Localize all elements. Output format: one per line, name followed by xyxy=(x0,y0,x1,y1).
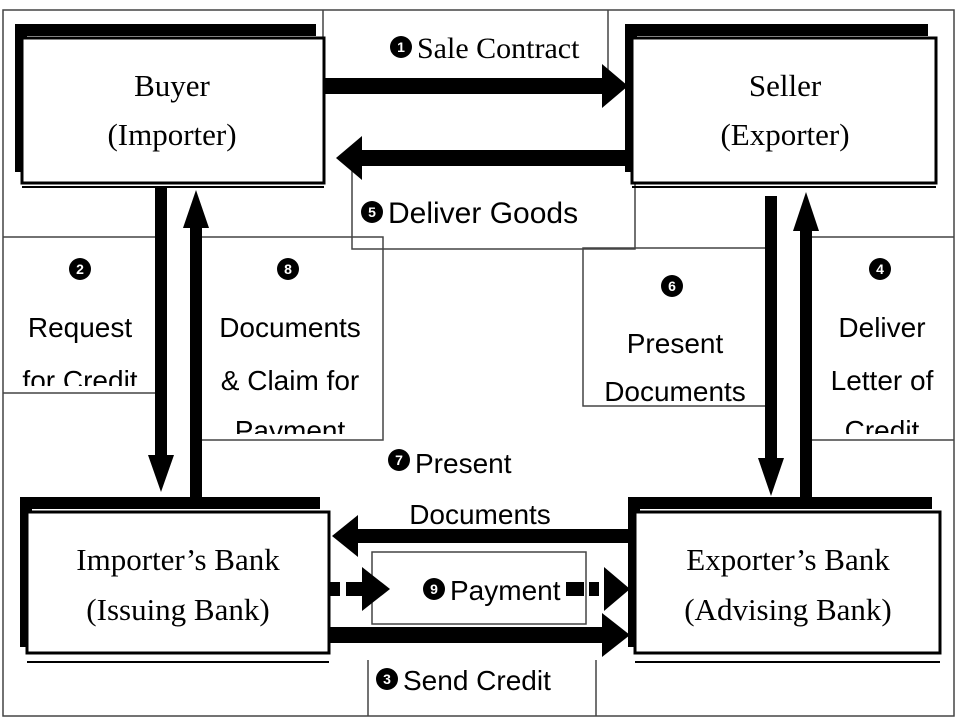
step-4-badge xyxy=(869,258,891,280)
request-label: Request xyxy=(28,312,133,343)
importer-bank-box: Importer’s Bank (Issuing Bank) xyxy=(20,497,331,663)
svg-text:5: 5 xyxy=(368,204,376,220)
svg-text:2: 2 xyxy=(76,261,84,277)
letter-of-label: Letter of xyxy=(831,365,934,396)
exporter-bank-role-label: (Advising Bank) xyxy=(684,592,892,627)
seller-label: Seller xyxy=(749,68,822,103)
step-2-label: 2 Request for Credit xyxy=(22,258,138,396)
svg-text:8: 8 xyxy=(284,261,292,277)
payment-claim-label: Payment xyxy=(235,415,346,446)
importer-bank-role-label: (Issuing Bank) xyxy=(86,592,269,627)
claim-for-label: & Claim for xyxy=(221,365,359,396)
step-2-badge xyxy=(69,258,91,280)
deliver-letter-arrow xyxy=(793,192,819,498)
step-8-badge xyxy=(277,258,299,280)
arrows xyxy=(148,64,819,657)
svg-text:9: 9 xyxy=(430,581,438,597)
exporter-bank-box: Exporter’s Bank (Advising Bank) xyxy=(628,497,942,663)
buyer-box: Buyer (Importer) xyxy=(15,24,326,188)
seller-box: Seller (Exporter) xyxy=(625,24,938,188)
step-9-label: 9 Payment xyxy=(423,575,561,606)
documents-claim-arrow xyxy=(183,190,209,497)
buyer-role-label: (Importer) xyxy=(107,117,236,152)
documents-label-seller: Documents xyxy=(604,376,746,407)
present-label-bank: Present xyxy=(415,448,512,479)
step-3-label: 3 Send Credit xyxy=(376,665,551,696)
svg-text:4: 4 xyxy=(876,261,884,277)
outer-frame xyxy=(2,9,955,717)
payment-label: Payment xyxy=(450,575,561,606)
step-4-label: 4 Deliver Letter of Credit xyxy=(831,258,934,446)
credit-label: Credit xyxy=(845,415,920,446)
svg-text:3: 3 xyxy=(383,671,391,687)
documents-label: Documents xyxy=(219,312,361,343)
sale-contract-label: Sale Contract xyxy=(417,32,580,65)
step-3-badge xyxy=(376,668,398,690)
documents-label-bank: Documents xyxy=(409,499,551,530)
step-7-label: 7 Present Documents xyxy=(388,448,551,530)
step-8-label: 8 Documents & Claim for Payment xyxy=(219,258,361,446)
deliver-goods-arrow xyxy=(336,136,630,180)
present-documents-bank-arrow xyxy=(332,515,632,557)
svg-text:1: 1 xyxy=(397,39,405,55)
deliver-goods-label: Deliver Goods xyxy=(388,197,578,230)
step-7-badge xyxy=(388,449,410,471)
buyer-label: Buyer xyxy=(134,68,210,103)
sale-contract-arrow xyxy=(325,64,628,108)
step-1-label: 1 Sale Contract xyxy=(390,32,580,65)
send-credit-label: Send Credit xyxy=(403,665,551,696)
deliver-label: Deliver xyxy=(838,312,925,343)
step-5-badge xyxy=(361,201,383,223)
svg-text:6: 6 xyxy=(668,278,676,294)
payment-arrow xyxy=(330,567,630,611)
importer-bank-label: Importer’s Bank xyxy=(76,542,280,577)
seller-role-label: (Exporter) xyxy=(720,117,849,152)
svg-text:7: 7 xyxy=(395,452,403,468)
present-documents-seller-arrow xyxy=(758,196,784,496)
send-credit-arrow xyxy=(330,613,630,657)
request-credit-arrow xyxy=(148,188,174,492)
step-1-badge xyxy=(390,36,412,58)
step-6-label: 6 Present Documents xyxy=(604,275,746,407)
present-label-seller: Present xyxy=(627,328,724,359)
step-6-badge xyxy=(661,275,683,297)
exporter-bank-label: Exporter’s Bank xyxy=(686,542,890,577)
step-9-badge xyxy=(423,578,445,600)
for-credit-label: for Credit xyxy=(22,365,137,396)
step-5-label: 5 Deliver Goods xyxy=(361,197,578,230)
